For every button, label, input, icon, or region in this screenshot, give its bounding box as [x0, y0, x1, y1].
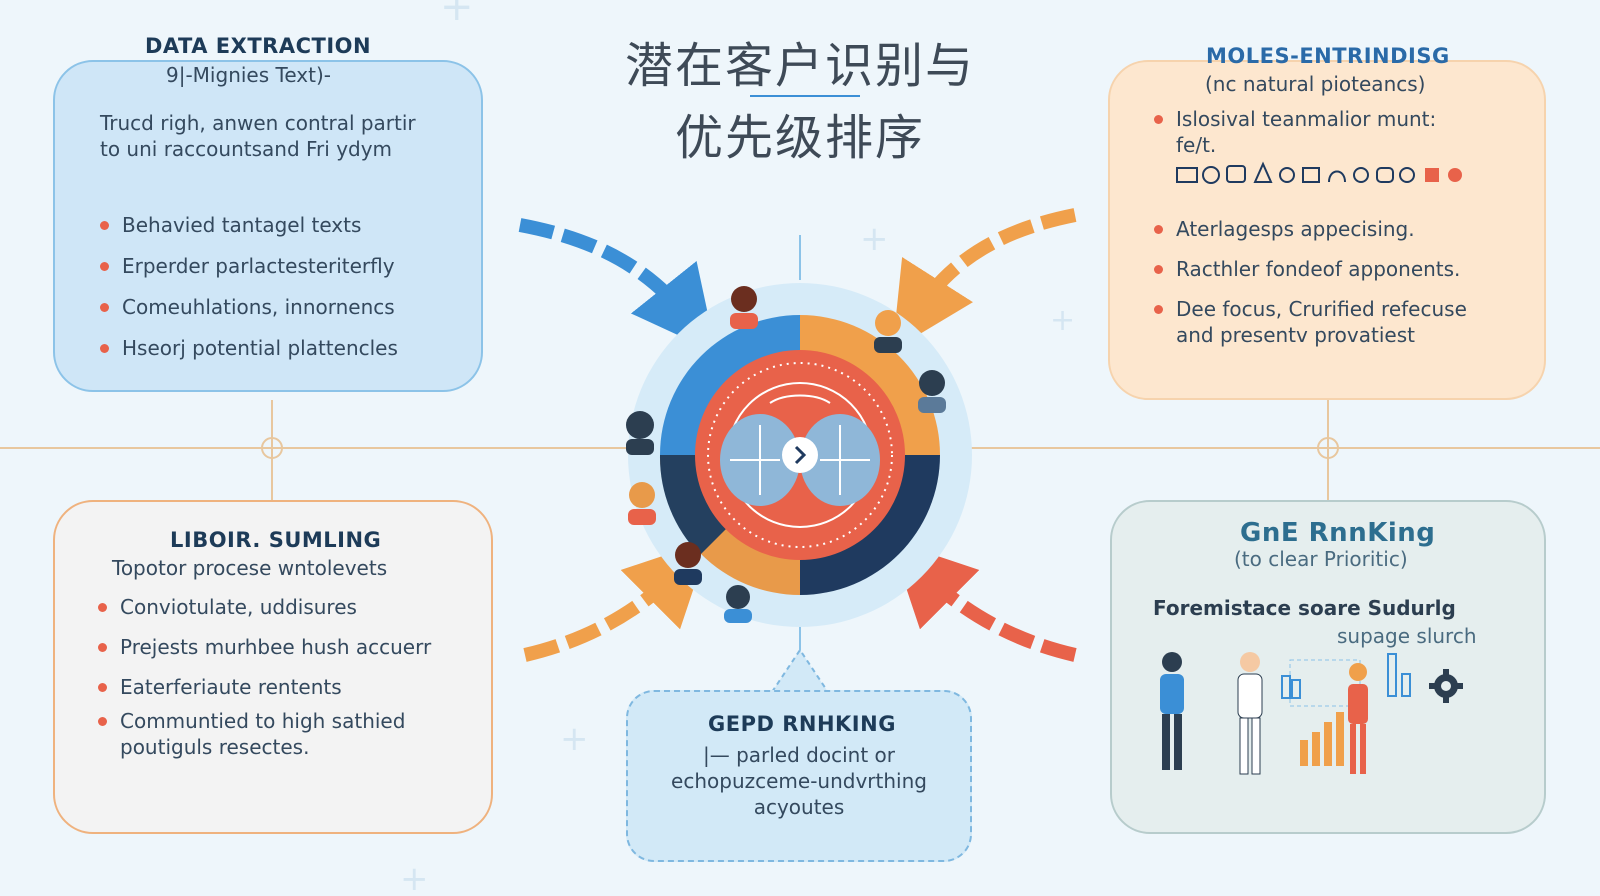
ranking-subheading: (to clear Prioritic) [1234, 547, 1408, 571]
good-ranking-line-1: |— parled docint or [702, 743, 895, 767]
svg-text:+: + [440, 0, 474, 30]
ranking-illustration [1160, 652, 1463, 775]
good-ranking-line-2: echopuzceme-undvrthing [671, 769, 927, 793]
title-line-1: 潜在客户识别与 [624, 38, 975, 94]
labor-scoring-list: Conviotulate, uddisures Prejests murhbee… [96, 594, 476, 760]
svg-text:+: + [400, 859, 429, 896]
central-dial [626, 283, 972, 627]
list-item: Behavied tantagel texts [98, 212, 458, 238]
list-item: Eaterferiaute rentents [96, 674, 476, 700]
ranking-panel [1110, 500, 1546, 834]
data-extraction-subheading: 9|-Mignies Text)- [166, 63, 331, 87]
list-item: Hseorj potential plattencles [98, 335, 458, 361]
svg-text:+: + [1050, 303, 1075, 338]
list-item: Prejests murhbee hush accuerr [96, 634, 476, 660]
labor-scoring-heading: LIBOIR. SUMLING [170, 528, 382, 552]
data-extraction-list: Behavied tantagel texts Erperder parlact… [98, 212, 458, 361]
title-underline [750, 95, 860, 97]
list-item: Comeuhlations, innornencs [98, 294, 458, 320]
person-icon [1160, 652, 1184, 770]
data-extraction-panel [53, 60, 483, 392]
dial-center-button [782, 437, 818, 473]
list-item: Islosival teanmalior munt: fe/t. [1152, 106, 1482, 158]
svg-text:+: + [560, 719, 589, 759]
bar-chart-icon [1300, 712, 1344, 766]
good-ranking-panel [626, 690, 972, 862]
icon-strip [1176, 161, 1462, 184]
models-heading: MOLES-ENTRINDISG [1206, 44, 1450, 68]
ranking-heading: GnE RnnKing [1240, 518, 1436, 548]
gear-icon [1429, 669, 1463, 703]
list-item: Dee focus, Crurified refecuse and presen… [1152, 296, 1482, 348]
good-ranking-heading: GEPD RNHKING [708, 712, 896, 736]
chevron-right-icon [794, 445, 807, 465]
good-ranking-text: |— parled docint or echopuzceme-undvrthi… [626, 742, 972, 820]
list-item: Erperder parlactesteriterfly [98, 253, 458, 279]
svg-text:+: + [860, 219, 889, 259]
page-title: 潜在客户识别与 优先级排序 [590, 30, 1010, 174]
list-item: Communtied to high sathied poutiguls res… [96, 708, 476, 760]
list-item: Aterlagesps appecising. [1152, 216, 1482, 242]
good-ranking-line-3: acyoutes [753, 795, 845, 819]
data-extraction-heading: DATA EXTRACTION [145, 34, 372, 58]
labor-scoring-panel [53, 500, 493, 834]
ranking-label-1: Foremistace soare Sudurlg [1153, 596, 1456, 620]
models-list: Islosival teanmalior munt: fe/t. Aterlag… [1152, 106, 1482, 348]
list-item: Racthler fondeof apponents. [1152, 256, 1482, 282]
ranking-label-2: supage slurch [1337, 624, 1477, 648]
models-subheading: (nc natural pioteancs) [1205, 72, 1426, 96]
labor-scoring-subheading: Topotor procese wntolevets [112, 556, 388, 580]
data-extraction-paragraph: Trucd righ, anwen contral partir to uni … [100, 111, 416, 161]
title-line-2: 优先级排序 [674, 110, 925, 166]
models-panel [1108, 60, 1546, 400]
list-item: Conviotulate, uddisures [96, 594, 476, 620]
user-avatar-icon [626, 286, 946, 623]
